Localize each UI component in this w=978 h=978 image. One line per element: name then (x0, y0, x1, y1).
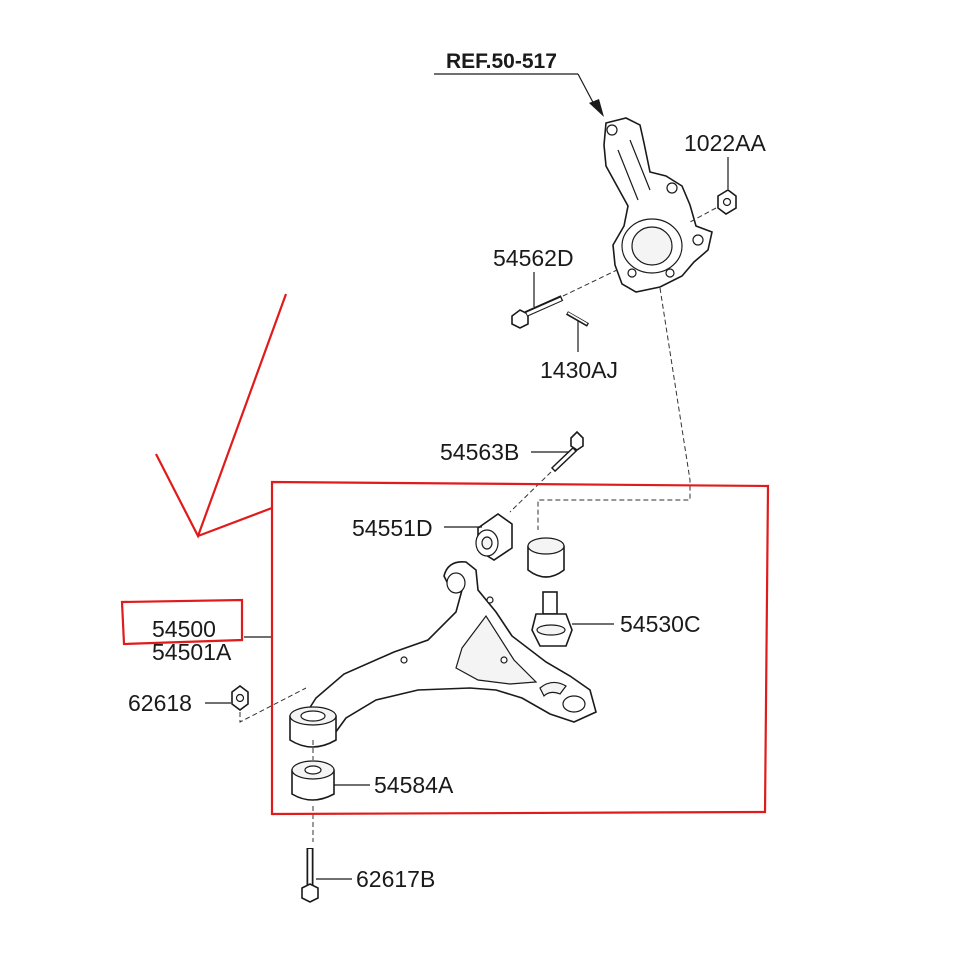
bushing-54551d (475, 513, 513, 561)
bolt-54562d (511, 295, 564, 329)
red-annotation (120, 293, 770, 816)
ball-joint-boot (527, 537, 565, 578)
label-54500: 54500 (152, 616, 216, 642)
label-62618: 62618 (128, 690, 192, 716)
dash-knuckle-balljoint (537, 287, 691, 530)
annotation-highlight-box (270, 480, 770, 816)
dash-62618 (239, 687, 307, 723)
bolt-62617b (301, 848, 319, 903)
label-54584a: 54584A (374, 772, 454, 798)
dash-54562d (562, 269, 618, 297)
rear-bushing-housing (289, 706, 337, 748)
lower-control-arm (300, 560, 597, 742)
bushing-54584a (291, 760, 335, 801)
label-54551d: 54551D (352, 515, 433, 541)
dash-1022aa (689, 207, 717, 223)
reference-arrowhead (589, 99, 604, 117)
nut-62618 (231, 685, 249, 711)
ball-joint-54530c (531, 591, 573, 647)
annotation-arrow (155, 293, 288, 539)
label-54562d: 54562D (493, 245, 574, 271)
label-1022aa: 1022AA (684, 130, 767, 156)
bolt-54563b (550, 430, 584, 473)
annotation-part-box (120, 598, 244, 646)
label-62617b: 62617B (356, 866, 435, 892)
dash-54563b (509, 471, 552, 513)
reference-label: REF.50-517 (446, 50, 557, 73)
steering-knuckle (603, 117, 713, 293)
label-54563b: 54563B (440, 439, 519, 465)
pin-1430aj (566, 311, 589, 327)
label-54530c: 54530C (620, 611, 701, 637)
label-1430aj: 1430AJ (540, 357, 618, 383)
nut-1022aa (717, 189, 737, 215)
